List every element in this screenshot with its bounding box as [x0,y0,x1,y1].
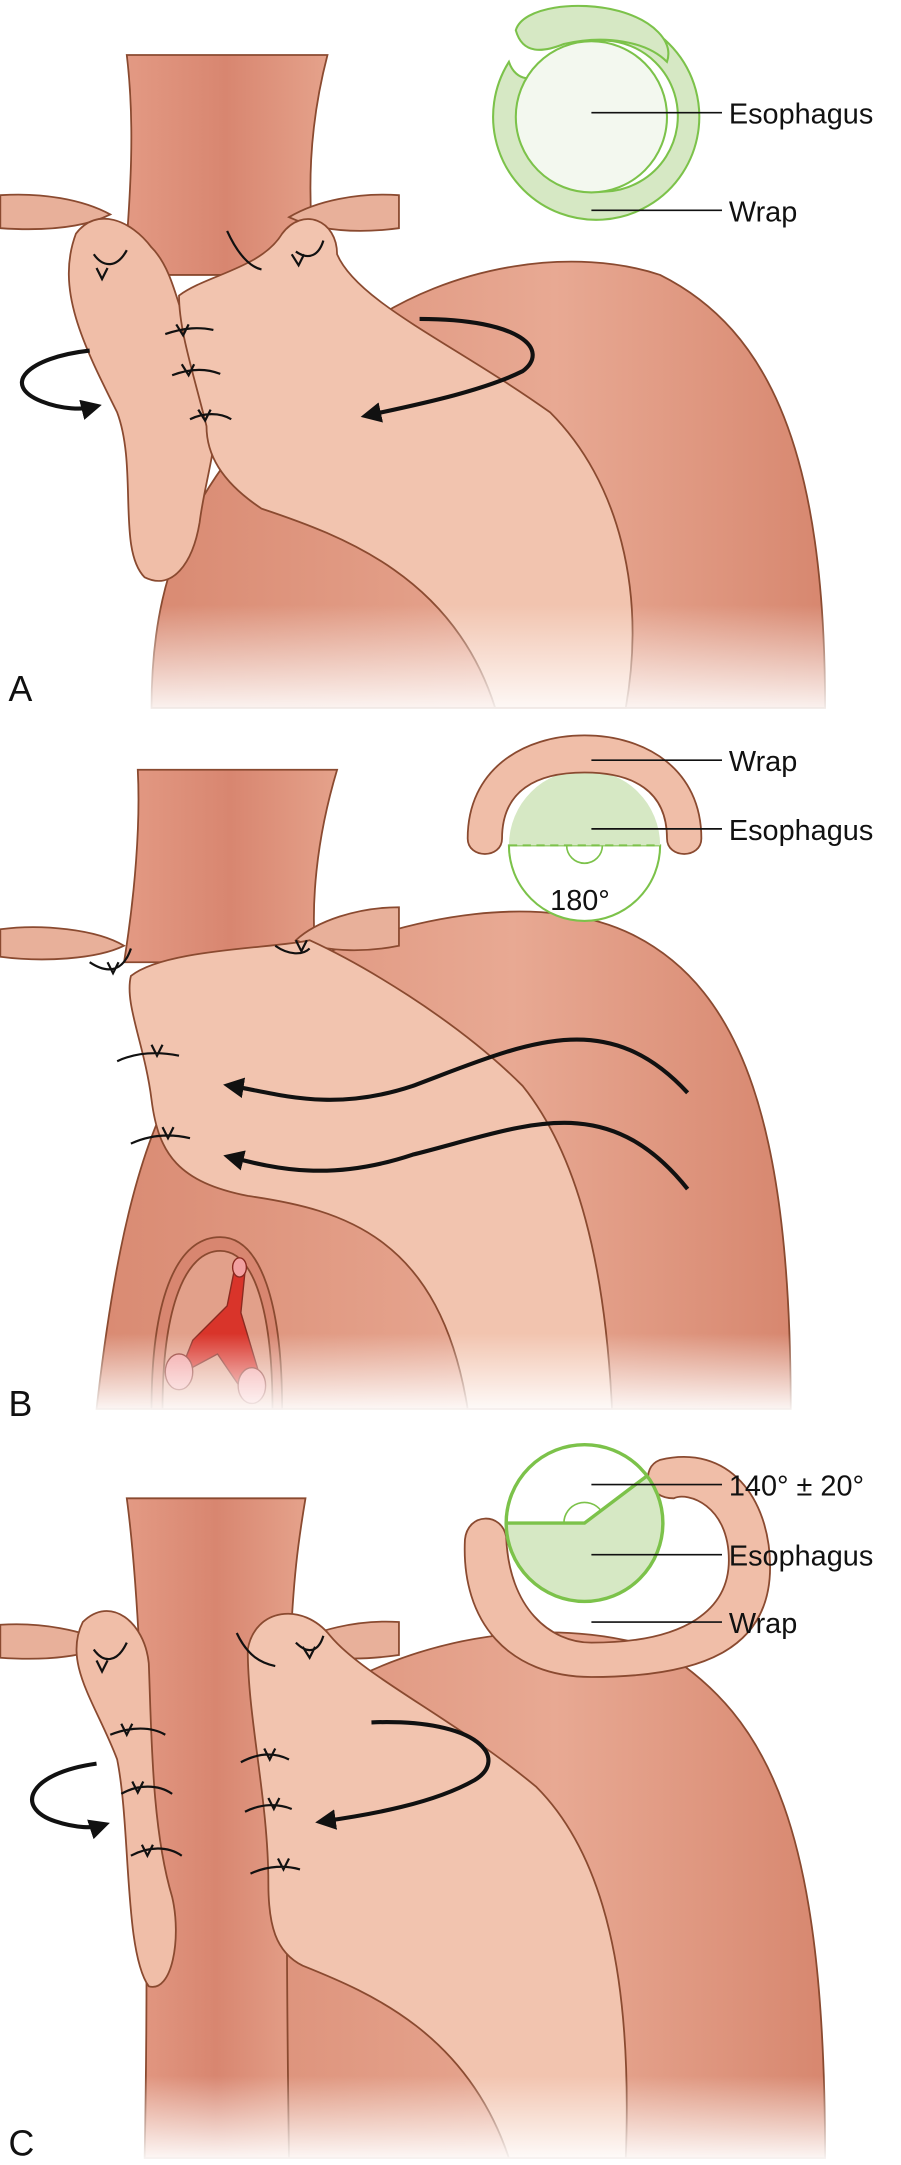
left-crus [0,926,126,961]
sutures [92,230,325,423]
inset-a-cross-section: Esophagus Wrap [492,4,873,228]
panel-label-a: A [9,669,33,709]
wrap-arrow-upper [223,1037,690,1102]
label-wrap: Wrap [729,196,797,228]
label-wrap: Wrap [729,746,797,778]
inset-c-cross-section: 140° ± 20° Esophagus Wrap [463,1442,873,1678]
rotation-arrow-left [30,1761,110,1840]
esophagus-open-sector [506,1446,647,1524]
wrap-right [178,218,634,709]
inset-b-cross-section: 180° Wrap Esophagus [466,734,873,922]
label-angle-140: 140° ± 20° [729,1471,864,1503]
panel-c: 140° ± 20° Esophagus Wrap C [0,1442,901,2165]
wrap-arrow-lower [223,1120,690,1191]
wrap-left [68,217,217,582]
panel-label-b: B [9,1384,33,1424]
esophagus-upper-half [508,769,661,846]
wrap-left [75,1610,177,1988]
label-esophagus: Esophagus [729,99,873,131]
label-esophagus: Esophagus [729,815,873,847]
panel-a: Esophagus Wrap A [0,4,901,722]
left-crus [0,193,113,230]
sutures [92,1632,325,1875]
panel-b: 180° Wrap Esophagus B [0,734,901,1424]
angle-label-180: 180° [550,885,610,917]
panel-label-c: C [9,2123,35,2163]
wrap-half [466,734,703,855]
label-wrap: Wrap [729,1608,797,1640]
esophagus-lower-half [507,844,662,922]
rotation-arrow-left [19,348,102,420]
wrap-tab [514,4,670,64]
rotation-arrow-right [315,1720,491,1830]
esophagus-circle [514,40,669,194]
sutures [89,939,311,1145]
label-esophagus: Esophagus [729,1541,873,1573]
rotation-arrow-right [360,316,535,423]
